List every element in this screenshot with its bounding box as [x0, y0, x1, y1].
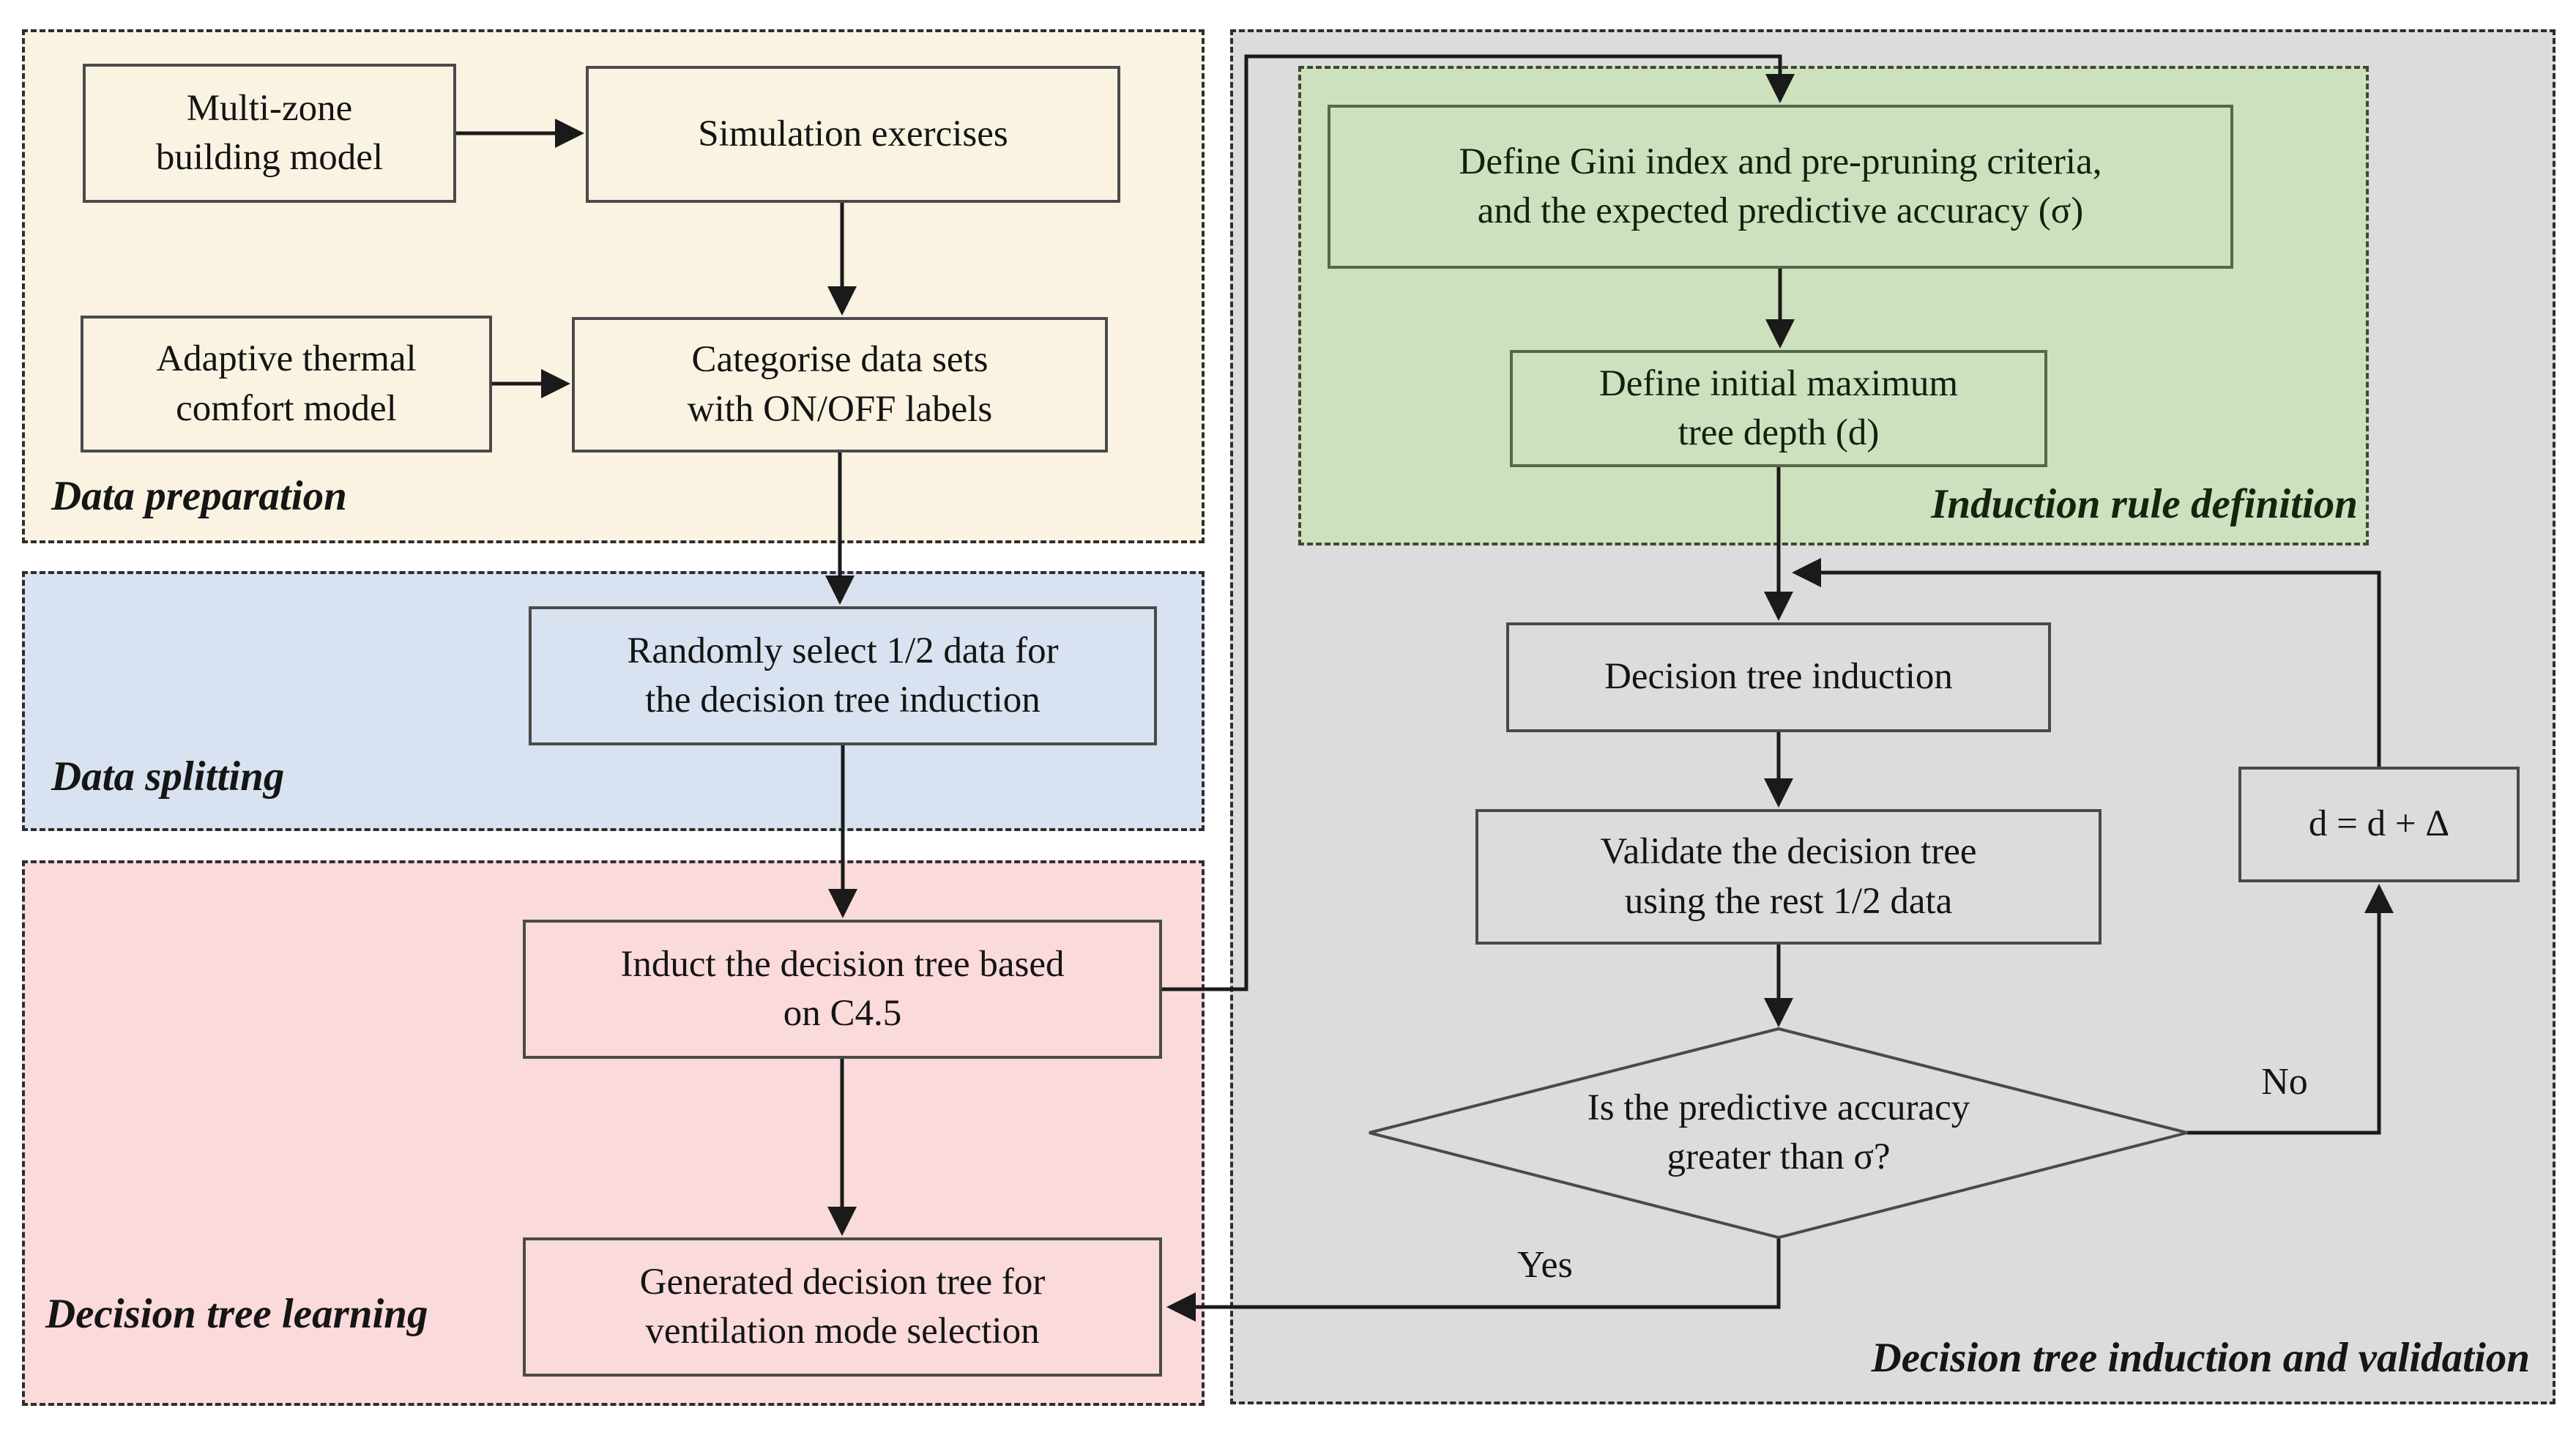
- node-text: d = d + Δ: [2308, 803, 2450, 845]
- node-multi-zone-building-model: Multi-zone building model: [83, 64, 456, 203]
- section-label-decision-tree-learning: Decision tree learning: [45, 1291, 428, 1337]
- node-text: Simulation exercises: [698, 113, 1008, 154]
- node-text: Generated decision tree for: [639, 1261, 1046, 1303]
- section-label-induction-rule-definition: Induction rule definition: [1931, 481, 2358, 527]
- node-text: on C4.5: [783, 993, 902, 1034]
- node-text: Is the predictive accuracy: [1587, 1087, 1970, 1128]
- decision-diamond: [1369, 1027, 2188, 1240]
- node-text: comfort model: [176, 387, 397, 429]
- node-define-initial-tree-depth: Define initial maximum tree depth (d): [1510, 350, 2047, 467]
- arrow-no-to-increment: [2187, 884, 2394, 1135]
- node-text: using the rest 1/2 data: [1624, 880, 1953, 922]
- node-text: building model: [155, 137, 384, 178]
- node-increment-depth: d = d + Δ: [2238, 767, 2520, 882]
- node-text: the decision tree induction: [645, 679, 1041, 720]
- node-text: Validate the decision tree: [1600, 831, 1977, 873]
- edge-label-no: No: [2261, 1061, 2308, 1103]
- node-text: ventilation mode selection: [645, 1311, 1040, 1352]
- edge-label-yes: Yes: [1517, 1244, 1573, 1286]
- node-text: tree depth (d): [1678, 412, 1880, 453]
- node-adaptive-thermal-comfort-model: Adaptive thermal comfort model: [81, 316, 492, 453]
- node-text: Decision tree induction: [1604, 656, 1953, 698]
- arrow-yes-to-generated: [1166, 1237, 1781, 1322]
- node-text: Categorise data sets: [691, 339, 989, 381]
- node-text: Adaptive thermal: [156, 338, 417, 380]
- node-text: Define Gini index and pre-pruning criter…: [1459, 141, 2102, 182]
- node-simulation-exercises: Simulation exercises: [586, 66, 1120, 203]
- decision-diamond-text: Is the predictive accuracy greater than …: [1522, 1045, 2035, 1221]
- arrow-increment-feedback: [1792, 558, 2381, 767]
- node-randomly-select-data: Randomly select 1/2 data for the decisio…: [529, 606, 1157, 745]
- node-text: Multi-zone: [186, 87, 353, 129]
- node-induct-decision-tree: Induct the decision tree based on C4.5: [523, 920, 1162, 1059]
- node-text: and the expected predictive accuracy (σ): [1477, 190, 2084, 231]
- section-label-data-splitting: Data splitting: [51, 753, 285, 800]
- node-text: Define initial maximum: [1598, 362, 1959, 404]
- node-define-gini-index: Define Gini index and pre-pruning criter…: [1328, 105, 2233, 269]
- node-categorise-data-sets: Categorise data sets with ON/OFF labels: [572, 317, 1108, 453]
- section-label-decision-tree-induction-and-validation: Decision tree induction and validation: [1871, 1335, 2530, 1381]
- arrow-induct-to-gini: [1162, 54, 1795, 991]
- node-text: with ON/OFF labels: [687, 388, 993, 430]
- node-validate-decision-tree: Validate the decision tree using the res…: [1475, 809, 2102, 945]
- node-generated-decision-tree: Generated decision tree for ventilation …: [523, 1237, 1162, 1377]
- node-text: greater than σ?: [1667, 1136, 1891, 1177]
- node-text: Randomly select 1/2 data for: [627, 630, 1059, 671]
- node-text: Induct the decision tree based: [620, 943, 1065, 985]
- node-decision-tree-induction: Decision tree induction: [1506, 622, 2051, 732]
- section-label-data-preparation: Data preparation: [51, 473, 347, 519]
